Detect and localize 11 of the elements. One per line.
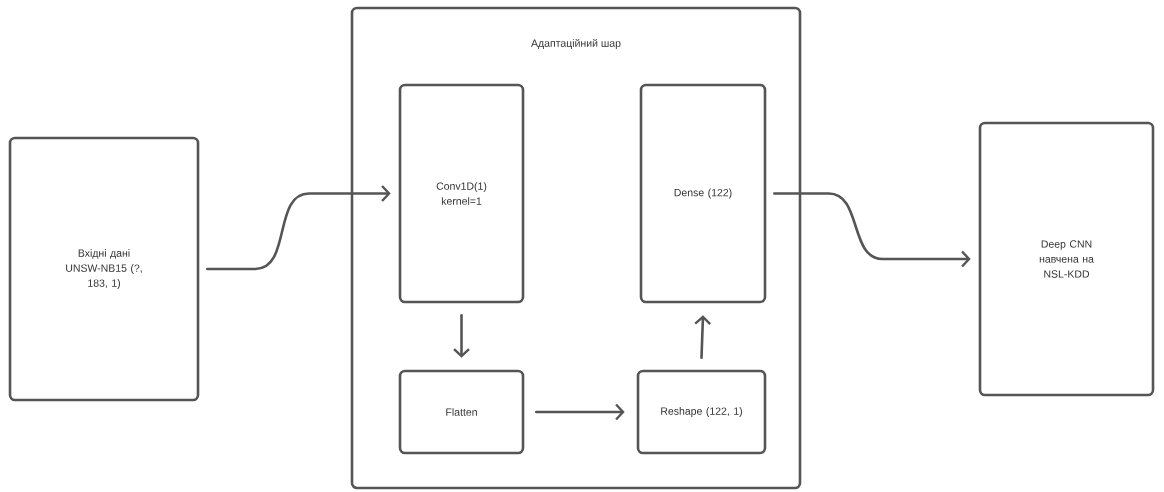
layer-box: Flatten: [398, 369, 525, 455]
arrow: [453, 314, 470, 358]
input-box: Вхідні дані UNSW-NB15 (?, 183, 1): [8, 136, 200, 402]
arrow: [206, 185, 391, 271]
layer-box: Dense (122): [639, 83, 767, 304]
layer-box: Reshape (122, 1): [636, 369, 767, 455]
arrow: [535, 403, 625, 421]
arrow: [773, 192, 971, 268]
layer-box: Conv1D(1) kernel=1: [398, 83, 525, 304]
arrow: [694, 315, 712, 359]
model-box: Deep CNN навчена на NSL-KDD: [978, 121, 1155, 397]
